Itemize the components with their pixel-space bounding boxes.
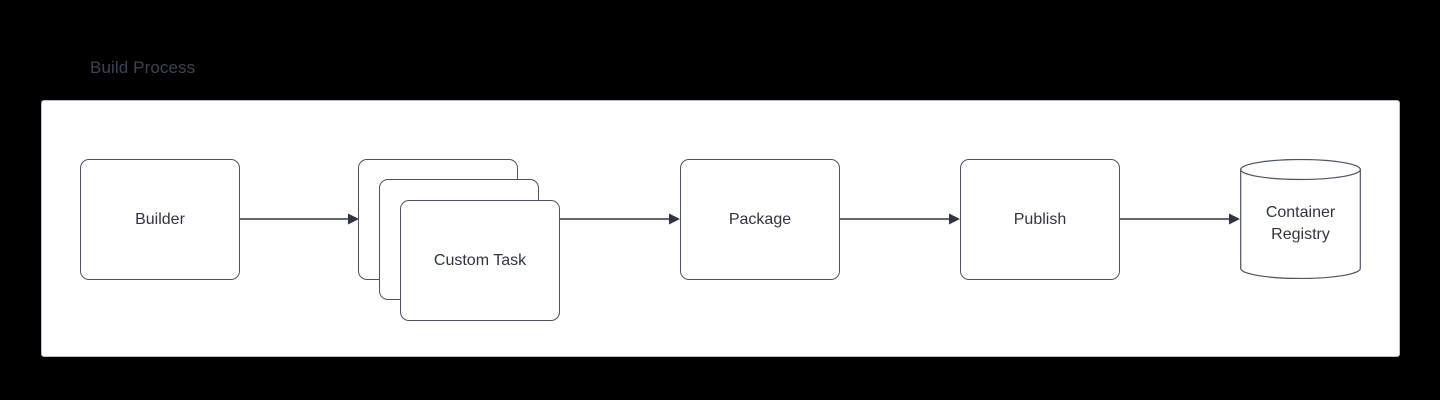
node-container-registry[interactable]: Container Registry [1240,159,1361,279]
node-builder-label: Builder [135,211,185,228]
node-package-label: Package [728,211,792,228]
cylinder-icon [1240,159,1361,279]
node-builder[interactable]: Builder [80,159,240,280]
node-publish-label: Publish [1013,211,1067,228]
node-package[interactable]: Package [680,159,840,280]
node-publish[interactable]: Publish [960,159,1120,280]
page-title: Build Process [90,58,196,77]
node-custom-task-card-front[interactable]: Custom Task [400,200,560,321]
node-custom-task-stack[interactable]: Custom Task Custom Task Custom Task [358,159,560,321]
node-custom-task-label: Custom Task [433,252,527,269]
